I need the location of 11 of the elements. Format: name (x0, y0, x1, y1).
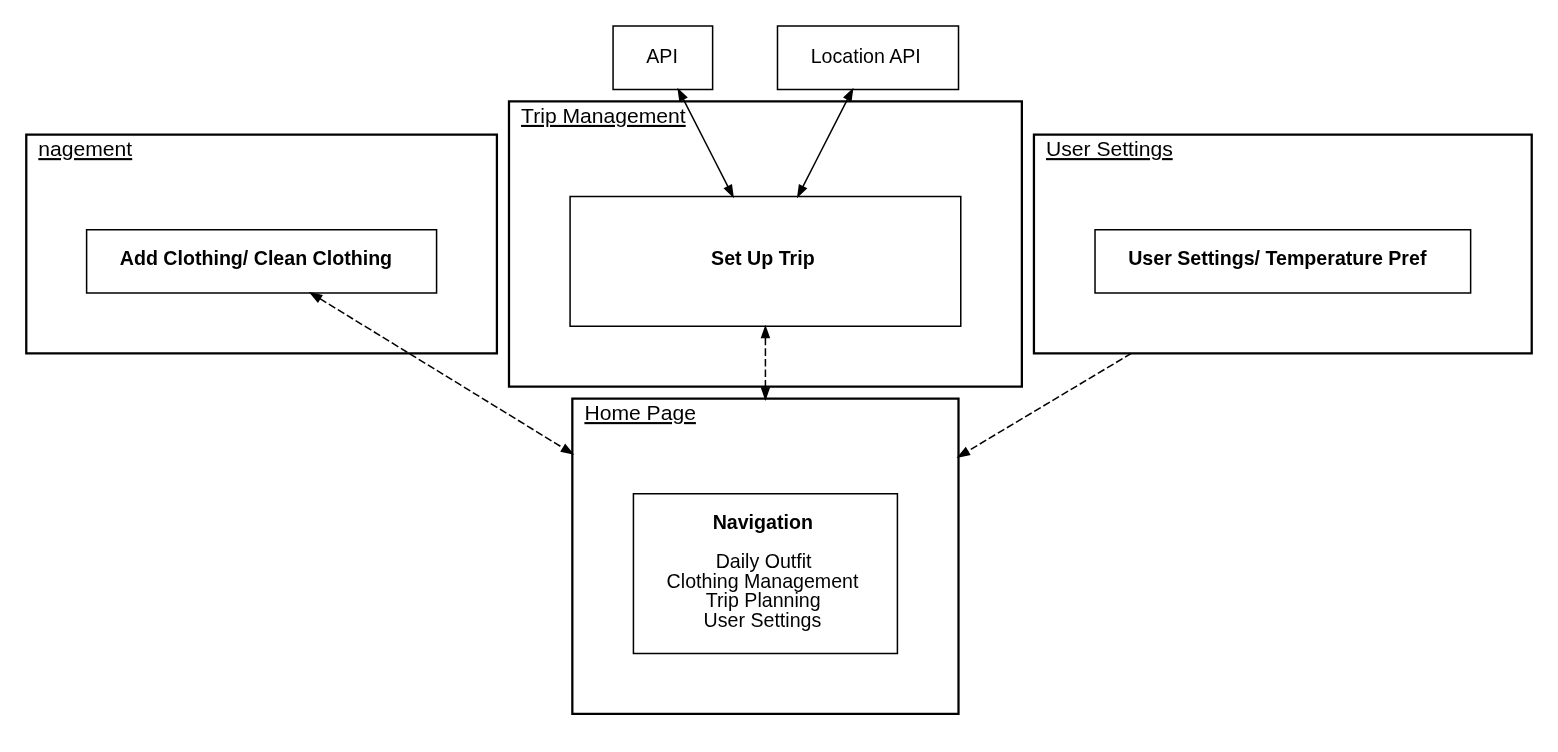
arrow (760, 324, 771, 401)
arrow (956, 352, 1133, 458)
node-box: Set Up Trip (569, 195, 962, 327)
node-box: Location API (776, 25, 960, 91)
arrow (308, 291, 575, 455)
arrow (796, 87, 854, 199)
arrow (677, 87, 734, 199)
node-box: User Settings/ Temperature Pref (1094, 228, 1472, 294)
node-box: Navigation Daily Outfit Clothing Management Trip Planning User Settings (632, 492, 899, 655)
node-box: API (612, 25, 714, 91)
node-box: Add Clothing/ Clean Clothing (85, 228, 438, 294)
